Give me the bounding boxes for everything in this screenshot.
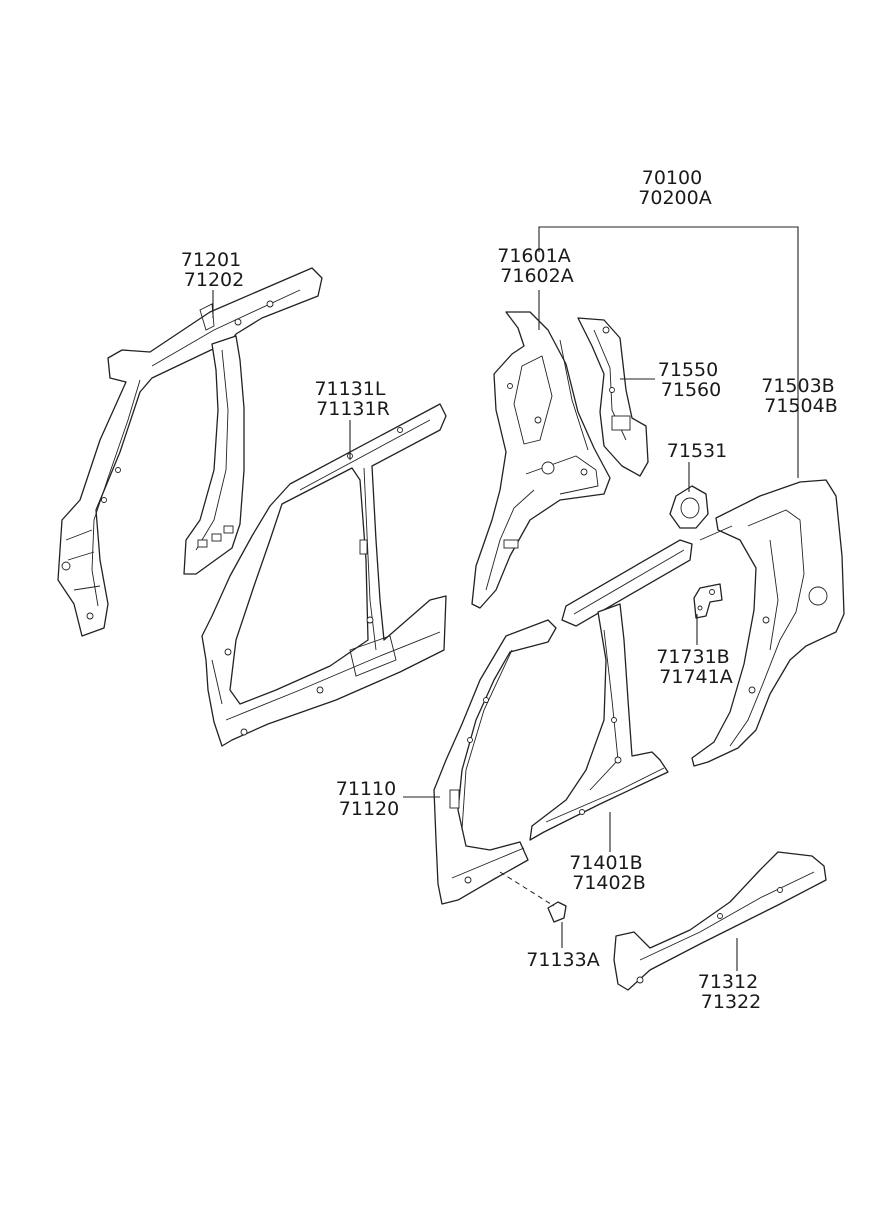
callout-71531: 71531 [667, 440, 727, 462]
rear-pillar-reinforcement-part [577, 317, 649, 477]
callout-71131: 71131L 71131R [314, 378, 391, 420]
callout-71401: 71401B 71402B [569, 852, 649, 894]
roof-side-rail-part [561, 539, 693, 627]
callout-71550: 71550 71560 [658, 359, 725, 401]
center-pillar-sill-part [529, 603, 669, 841]
leader-70100-bracket [538, 226, 799, 478]
part-number-labels: 70100 70200A 71201 71202 71601A 71602A 7… [181, 167, 841, 1013]
callout-71503: 71503B 71504B [761, 375, 841, 417]
bracket-part [693, 583, 723, 619]
callout-70100: 70100 70200A [638, 167, 711, 209]
front-pillar-sill-part [433, 619, 557, 905]
side-inner-frame-part [201, 403, 447, 747]
rear-side-sill-part [613, 851, 827, 991]
quarter-inner-panel-part [471, 311, 611, 609]
callout-71133: 71133A [526, 949, 599, 971]
leader-71133-dashed [499, 871, 555, 907]
leader-lines [212, 226, 799, 971]
callout-71201: 71201 71202 [181, 249, 248, 291]
clip-part [547, 901, 567, 923]
callout-71110: 71110 71120 [336, 778, 403, 820]
quarter-outer-panel-part [691, 479, 845, 767]
callout-71312: 71312 71322 [698, 971, 765, 1013]
callout-71731: 71731B 71741A [656, 646, 736, 688]
fuel-filler-housing-part [669, 485, 709, 529]
callout-71601: 71601A 71602A [497, 245, 577, 287]
front-pillar-roof-rail-part [57, 267, 323, 637]
